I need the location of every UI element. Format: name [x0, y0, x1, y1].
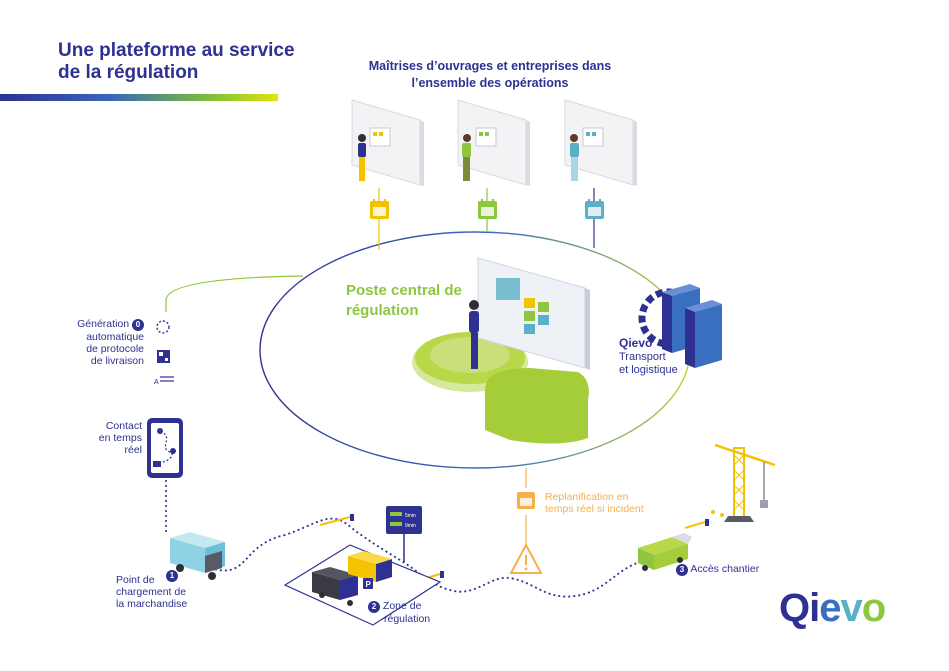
step-1-number-badge: 1 — [166, 570, 178, 582]
regulation-zone-illustration: 5min 9min P — [283, 506, 442, 626]
step-1-label: 1 Point de chargement de la marchandise — [116, 570, 226, 610]
logo-letter-o: o — [861, 586, 886, 630]
qievo-node-line1: Transport — [619, 351, 666, 363]
step-2-label: 2 Zone de régulation — [368, 600, 458, 625]
owners-heading: Maîtrises d’ouvrages et entreprises dans… — [368, 59, 612, 90]
step-1-line2: chargement de — [116, 586, 187, 598]
calendar-icon-green — [478, 199, 497, 219]
document-list-icon: A — [154, 376, 174, 386]
replanning-line2: temps réel si incident — [545, 503, 644, 515]
calendar-icon-teal — [585, 199, 604, 219]
warning-icon — [509, 542, 543, 574]
owner-monitor-1 — [351, 99, 424, 186]
display-board-row-2: 9min — [405, 523, 416, 529]
generation-number-badge: 0 — [132, 319, 144, 331]
step-3-label: 3 Accès chantier — [676, 563, 786, 576]
phone-icon — [147, 418, 183, 478]
left-connector-top — [165, 275, 304, 312]
truck-site-illustration — [638, 533, 692, 571]
parking-sign: P — [366, 580, 372, 589]
crane-illustration — [711, 443, 776, 522]
contact-line1: Contact — [105, 420, 142, 432]
replanning-label: Replanification en temps réel si inciden… — [545, 491, 675, 515]
generation-step-label: Génération 0 automatique de protocole de… — [52, 318, 144, 367]
step-1-line1: Point de — [116, 574, 155, 586]
contact-step-label: Contact en temps réel — [70, 420, 142, 456]
owner-monitor-3 — [564, 99, 637, 186]
logo-letter-q: Q — [779, 586, 810, 630]
step-3-number-badge: 3 — [676, 564, 688, 576]
logo-letter-v: v — [840, 586, 863, 630]
central-station-label: Poste central de régulation — [346, 282, 462, 319]
qievo-logo: Qievo — [779, 586, 886, 630]
generation-line2: automatique — [86, 331, 144, 343]
logo-letter-i: i — [809, 586, 820, 630]
calendar-icon-yellow — [370, 199, 389, 219]
qievo-transport-label: Qievo Transport et logistique — [619, 337, 678, 377]
calendar-icon-orange — [517, 492, 535, 509]
replanning-line1: Replanification en — [545, 491, 629, 503]
logo-letter-e: e — [819, 586, 841, 630]
qr-code-icon — [157, 350, 170, 363]
qievo-node-line2: et logistique — [619, 364, 678, 376]
central-station-illustration — [412, 257, 590, 444]
generation-line3: de protocole — [86, 343, 144, 355]
step-1-line3: la marchandise — [116, 598, 188, 610]
page-title: Une plateforme au service de la régulati… — [58, 40, 295, 83]
step-2-line2: régulation — [384, 613, 431, 625]
contact-line2: en temps — [98, 432, 142, 444]
step-2-number-badge: 2 — [368, 601, 380, 613]
server-gear-icon — [638, 284, 722, 368]
qievo-node-name: Qievo — [619, 336, 653, 350]
generation-line1: Génération — [77, 318, 130, 330]
generation-line4: de livraison — [90, 355, 144, 367]
display-board-row-1: 5min — [405, 513, 416, 519]
loop-icon — [156, 320, 170, 334]
contact-line3: réel — [124, 444, 142, 456]
title-gradient-bar — [0, 94, 278, 101]
barrier-3 — [684, 519, 709, 529]
truck-loading-illustration — [170, 532, 225, 580]
step-2-line1: Zone de — [382, 600, 422, 612]
svg-text:A: A — [154, 379, 159, 386]
owner-monitor-2 — [457, 99, 530, 186]
step-3-line1: Accès chantier — [690, 563, 760, 575]
barrier-1 — [319, 514, 354, 526]
